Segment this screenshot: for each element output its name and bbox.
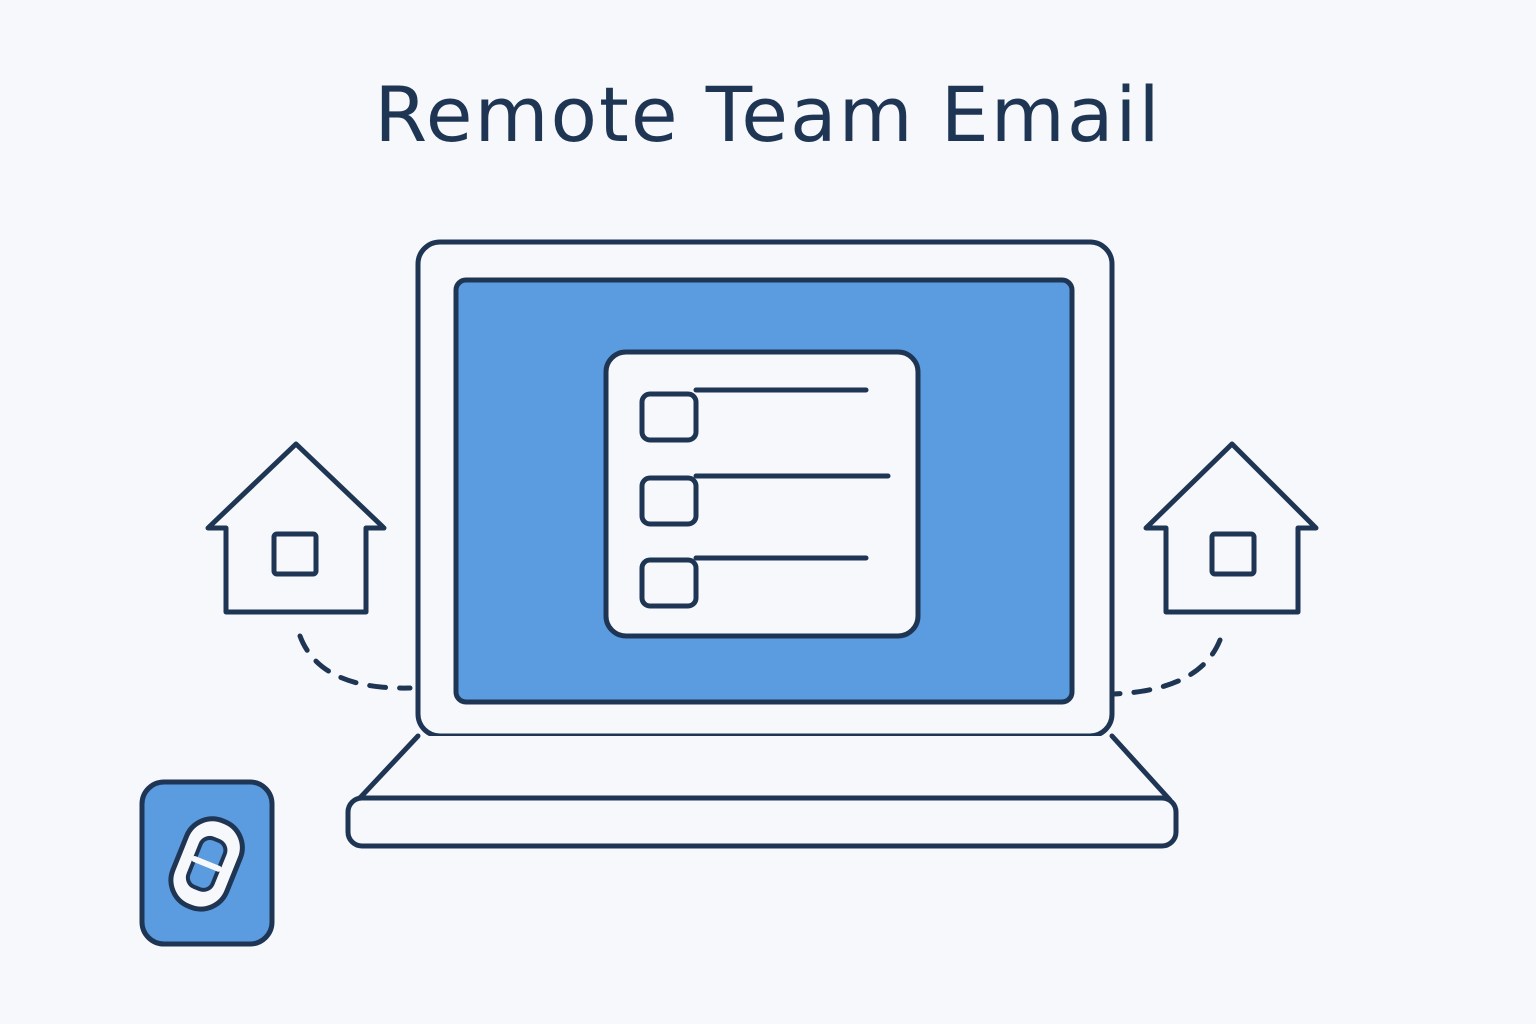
diagram-title: Remote Team Email: [374, 70, 1162, 159]
connector-left: [297, 633, 413, 691]
email-checkbox-2: [639, 475, 699, 527]
house-window: [1209, 531, 1257, 577]
house-icon-left: [205, 441, 387, 615]
email-list-icon: [603, 349, 921, 639]
email-checkbox-1: [639, 391, 699, 443]
connector-right: [1111, 637, 1223, 697]
email-checkbox-3: [639, 557, 699, 609]
house-icon-right: [1143, 441, 1319, 615]
link-badge-icon: [139, 779, 275, 947]
house-window: [271, 531, 319, 577]
laptop-base: [345, 795, 1179, 849]
